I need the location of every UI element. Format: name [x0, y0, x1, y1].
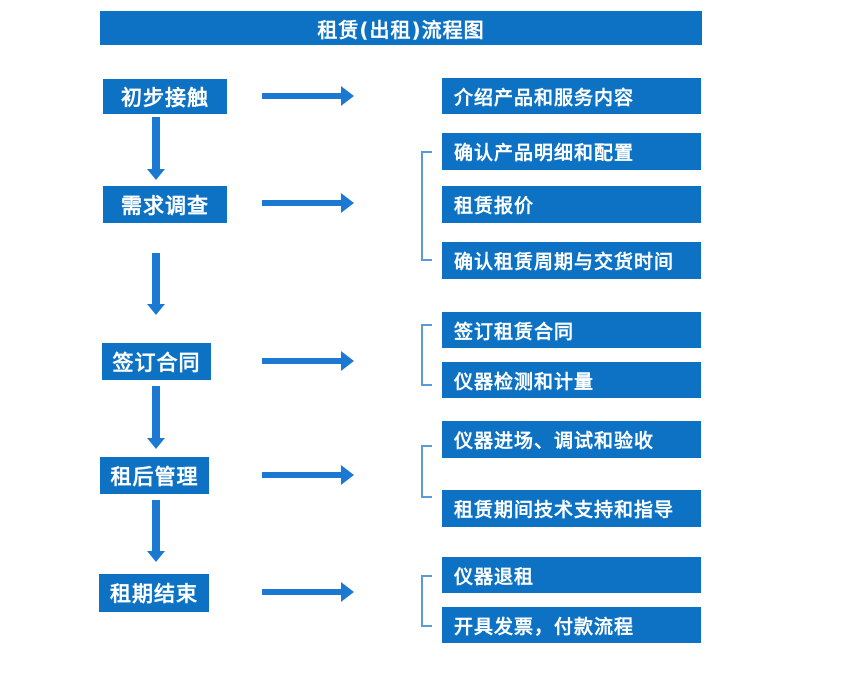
bracket-lease-end-group [421, 575, 432, 627]
detail-box-invoice-payment: 开具发票，付款流程 [442, 607, 701, 643]
right-arrow-icon [262, 351, 354, 371]
right-arrow-icon [262, 193, 354, 213]
stage-box-initial-contact: 初步接触 [103, 79, 227, 114]
right-arrow-icon [262, 465, 354, 485]
down-arrow-icon [147, 117, 165, 180]
detail-box-sign-rental-contract: 签订租赁合同 [442, 312, 701, 348]
down-arrow-icon [147, 500, 165, 562]
bracket-demand-survey-group [421, 151, 432, 261]
detail-box-introduce-products: 介绍产品和服务内容 [442, 78, 701, 114]
detail-box-instrument-return: 仪器退租 [442, 557, 701, 593]
down-arrow-icon [147, 253, 165, 315]
stage-box-sign-contract: 签订合同 [102, 343, 211, 380]
stage-box-post-rental-management: 租后管理 [100, 457, 209, 494]
bracket-post-rental-group [421, 445, 432, 498]
detail-box-rental-tech-support: 租赁期间技术支持和指导 [442, 490, 701, 527]
bracket-sign-contract-group [421, 324, 432, 386]
stage-box-demand-survey: 需求调查 [103, 186, 227, 223]
down-arrow-icon [147, 386, 165, 449]
detail-box-instrument-setup-acceptance: 仪器进场、调试和验收 [442, 421, 701, 458]
flowchart-title: 租赁(出租)流程图 [100, 11, 702, 45]
detail-box-confirm-rental-period: 确认租赁周期与交货时间 [442, 242, 701, 279]
right-arrow-icon [262, 86, 354, 106]
right-arrow-icon [262, 582, 354, 602]
detail-box-instrument-testing: 仪器检测和计量 [442, 362, 701, 398]
detail-box-rental-quote: 租赁报价 [442, 186, 701, 223]
detail-box-confirm-product-details: 确认产品明细和配置 [442, 133, 701, 170]
stage-box-lease-end: 租期结束 [99, 574, 209, 612]
